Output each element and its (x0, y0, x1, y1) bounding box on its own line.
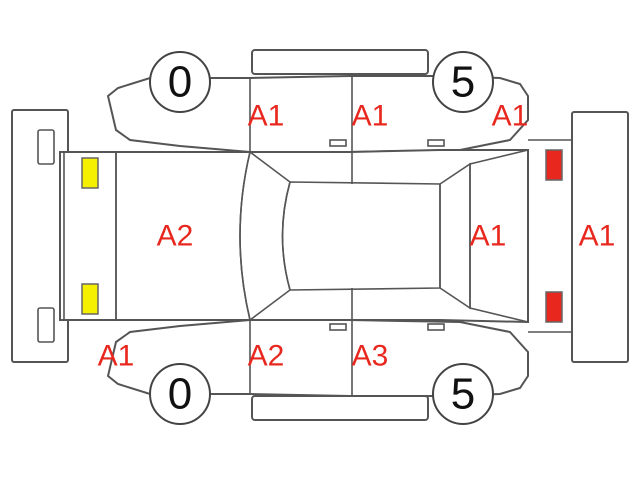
code-front-quarter-bottom: A1 (98, 340, 135, 373)
side-sill-bottom (251, 395, 429, 421)
top-view-body (59, 139, 573, 333)
front-lamp-bottom (81, 283, 99, 315)
wheel-rear-top: 5 (432, 51, 494, 113)
svg-text:0: 0 (168, 370, 192, 419)
rear-lamp-top (545, 149, 563, 181)
side-sill-top (251, 49, 429, 75)
code-hood: A2 (157, 220, 194, 253)
svg-text:5: 5 (451, 370, 475, 419)
code-rear-glass: A1 (470, 220, 507, 253)
front-lamp-top (81, 157, 99, 189)
code-rear-quarter-top: A1 (492, 100, 529, 133)
top-side-body (106, 75, 529, 153)
bottom-side-body (106, 319, 529, 397)
code-rear-door-bottom: A3 (352, 340, 389, 373)
wheel-front-bottom: 0 (149, 363, 211, 425)
code-rear-bumper: A1 (579, 220, 616, 253)
code-front-door-bottom: A2 (248, 340, 285, 373)
wheel-rear-bottom: 5 (432, 363, 494, 425)
svg-text:0: 0 (168, 58, 192, 107)
code-front-door-top: A1 (248, 100, 285, 133)
rear-lamp-bottom (545, 291, 563, 323)
svg-text:5: 5 (451, 58, 475, 107)
code-rear-door-top: A1 (352, 100, 389, 133)
wheel-front-top: 0 (149, 51, 211, 113)
